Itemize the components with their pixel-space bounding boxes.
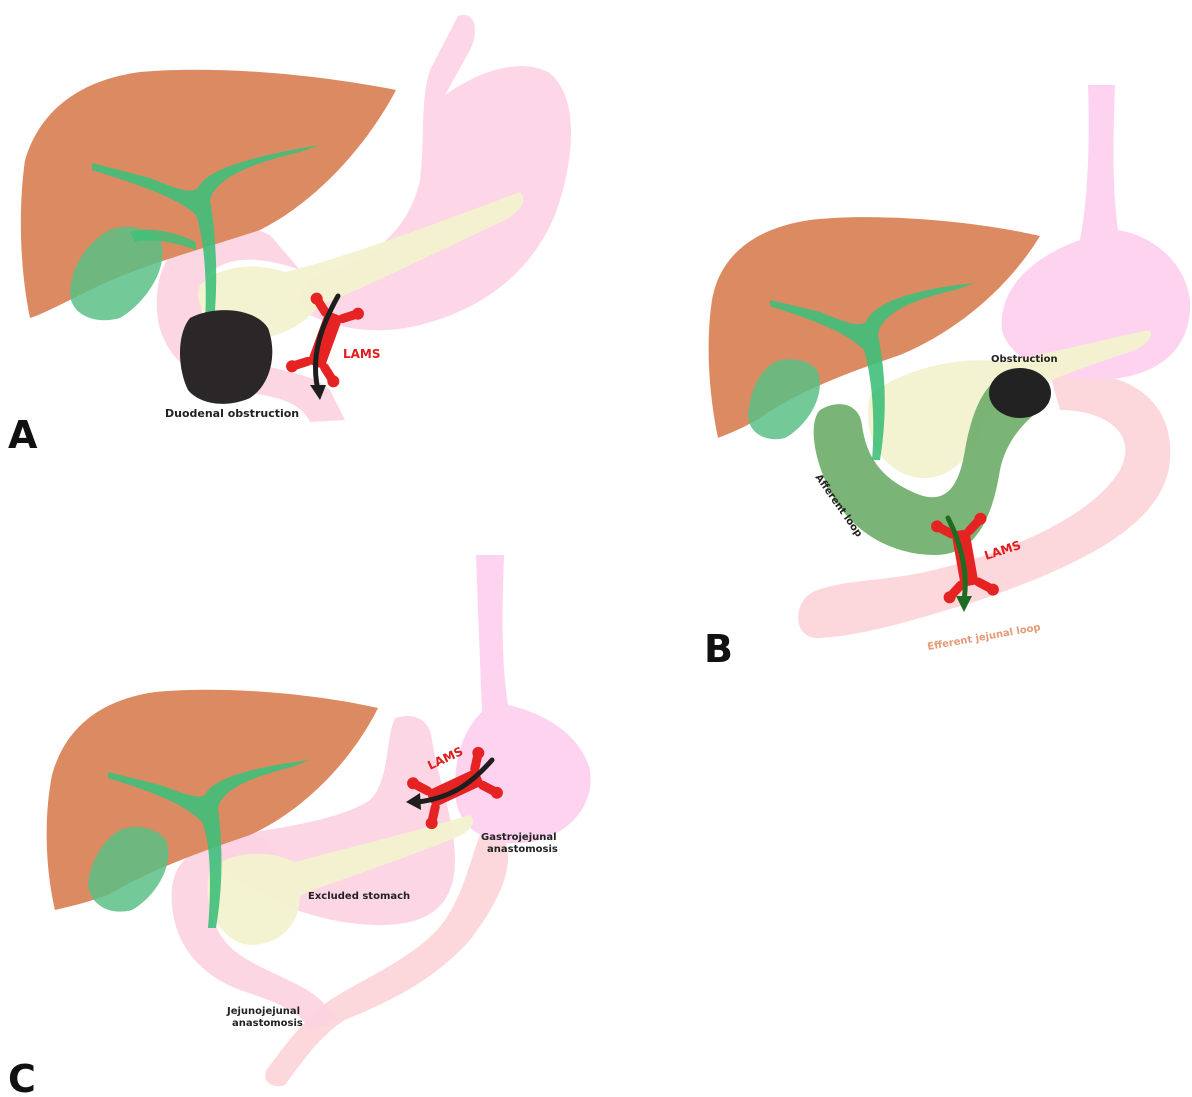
excluded-stomach-label: Excluded stomach [308,891,410,902]
obstruction-label-b: Obstruction [991,354,1058,365]
panel-c: LAMS Gastrojejunal anastomosis Excluded … [8,555,591,1097]
panel-letter-a: A [8,413,38,457]
stomach-pouch-b [1002,85,1190,379]
gastrojejunal-label-line1: Gastrojejunal [481,832,557,843]
panel-a: LAMS Duodenal obstruction A [8,15,571,457]
panel-b: LAMS Obstruction Afferent loop Efferent … [704,85,1190,671]
efferent-loop-label-b: Efferent jejunal loop [927,622,1042,653]
obstruction-label-a: Duodenal obstruction [165,407,299,420]
gastrojejunal-label-line2: anastomosis [487,844,558,855]
lams-label-a: LAMS [343,347,381,361]
jejunojejunal-label-line2: anastomosis [232,1018,303,1029]
jejunojejunal-label-line1: Jejunojejunal [226,1006,300,1017]
obstruction-b [989,368,1051,418]
gastric-pouch-c [455,555,591,843]
panel-letter-b: B [704,627,733,671]
duodenal-obstruction-a [180,310,272,404]
panel-letter-c: C [8,1057,36,1097]
